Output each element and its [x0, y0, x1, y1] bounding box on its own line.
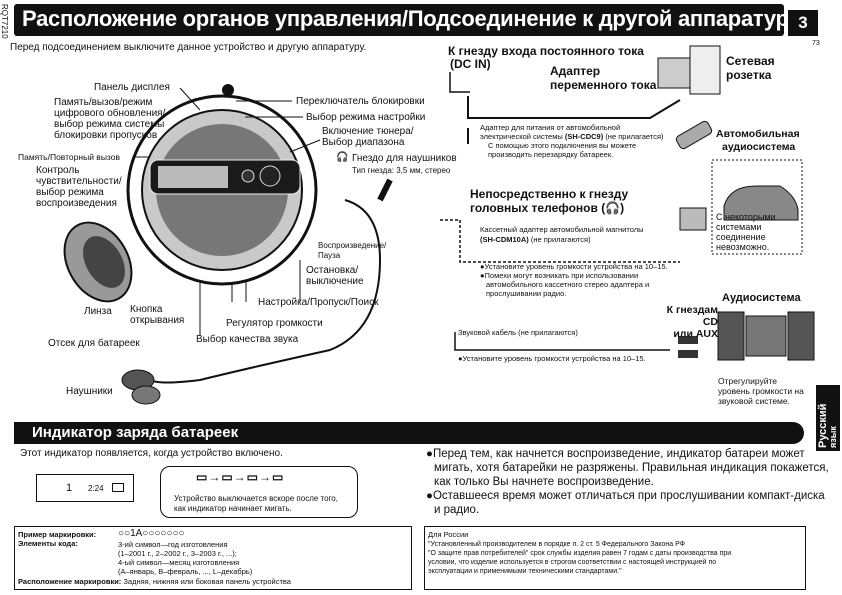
label-tuner-on-1: Выбор диапазона	[322, 137, 405, 148]
battery-appears: Этот индикатор появляется, когда устройс…	[20, 448, 283, 459]
label-volume: Регулятор громкости	[226, 318, 323, 329]
ac-adapter-label-1: переменного тока	[550, 78, 657, 92]
page-number: 73	[812, 40, 820, 47]
car-icon	[723, 185, 799, 221]
car-adapter-5: производить перезарядку батареек.	[488, 150, 614, 159]
car-adapter-4: С помощью этого подключения вы можете	[488, 141, 637, 150]
label-sound-quality: Выбор качества звука	[196, 334, 299, 345]
label-tune-skip-search: Настройка/Пропуск/Поиск	[258, 297, 379, 308]
headphone-icon: 🎧	[605, 201, 621, 215]
lcd-track: 1	[66, 482, 73, 494]
section-number: 3	[788, 10, 818, 36]
marking-box	[14, 526, 412, 590]
label-memory-1: цифрового обновления/	[54, 108, 166, 119]
earbud-right	[131, 385, 161, 405]
stereo-unit-icon	[745, 315, 787, 357]
label-open-button-1: открывания	[130, 315, 185, 326]
speaker-right-icon	[787, 311, 815, 361]
car-adapter-line2: электрической системы (SH-CDC9) (не прил…	[480, 132, 664, 141]
label-memory-repeat: Память/Повторный вызов	[18, 152, 120, 162]
cassette-note-1: ●Помехи могут возникать при использовани…	[480, 271, 639, 280]
marking-codes-label: Элементы кода:	[18, 539, 78, 548]
lcd-time: 2:24	[88, 484, 104, 493]
headphone-title-1: головных телефонов (🎧)	[470, 201, 625, 215]
battery-shutoff-1: как индикатор начинает мигать.	[174, 504, 292, 513]
russia-title: Для России	[428, 530, 469, 539]
ac-adapter-label-0: Адаптер	[550, 64, 601, 78]
label-sensitivity-0: Контроль	[36, 165, 80, 176]
label-jack-type: Тип гнезда: 3,5 мм, стерео	[352, 166, 451, 175]
label-sensitivity-1: чувствительности/	[36, 176, 122, 187]
car-adapter-icon	[675, 120, 713, 150]
car-adapter-0: Адаптер для питания от автомобильной	[480, 123, 621, 132]
label-memory-2: выбор режима системы	[54, 119, 165, 130]
label-sensitivity-3: воспроизведения	[36, 198, 117, 209]
dc-in-title-0: К гнезду входа постоянного тока	[448, 44, 644, 58]
cassette-adapter-line2: (SH-CDM10A) (не прилагаются)	[480, 235, 591, 244]
page-title: Расположение органов управления/Подсоеди…	[22, 6, 801, 31]
headphone-title-0: Непосредственно к гнезду	[470, 187, 629, 201]
cassette-note-2: автомобильного кассетного стерео адаптер…	[486, 280, 650, 289]
ac-adapter-icon	[657, 57, 691, 89]
russia-text: "Установленный производителем в порядке …	[428, 541, 732, 575]
marking-codes: 3-ий символ—год изготовления(1–2001 г., …	[118, 540, 253, 576]
display-window	[158, 166, 228, 188]
audio-system-label: Аудиосистема	[722, 292, 801, 304]
header-bar	[14, 4, 784, 36]
label-headphone-jack: Гнездо для наушников	[352, 153, 457, 164]
label-stop-off-1: выключение	[306, 276, 364, 287]
label-play-pause-0: Воспроизведение/	[318, 241, 387, 250]
headphone-jack-icon: 🎧	[336, 152, 349, 163]
cassette-adapter-0: Кассетный адаптер автомобильной магнитол…	[480, 225, 644, 234]
battery-section-title: Индикатор заряда батареек	[32, 424, 239, 441]
dc-in-title-1: (DC IN)	[450, 57, 491, 71]
label-lock-switch: Переключатель блокировки	[296, 96, 425, 107]
battery-callout	[160, 466, 358, 518]
label-memory-0: Память/вызов/режим	[54, 97, 153, 108]
audio-cable-label: Звуковой кабель (не прилагаются)	[458, 328, 578, 337]
label-lens: Линза	[84, 306, 112, 317]
language-tab	[816, 385, 840, 451]
wall-outlet-icon	[689, 45, 721, 95]
label-memory-3: блокировки пропусков	[54, 130, 158, 141]
battery-section-bar	[14, 422, 804, 444]
wall-outlet-label-0: Сетевая	[726, 54, 775, 68]
intro-text: Перед подсоединением выключите данное ус…	[10, 42, 367, 53]
cassette-adapter-icon	[679, 207, 707, 231]
label-tune-mode: Выбор режима настройки	[306, 112, 426, 123]
label-play-pause-1: Пауза	[318, 251, 341, 260]
marking-example-value: ○○1A○○○○○○○	[118, 528, 185, 539]
battery-sequence-icon: ▭→▭→▭→▭	[196, 470, 285, 484]
speaker-left-icon	[717, 311, 745, 361]
label-battery-compartment: Отсек для батареек	[48, 338, 140, 349]
marking-example-label: Пример маркировки:	[18, 530, 97, 539]
lcd-battery-icon	[112, 483, 124, 492]
label-display-panel: Панель дисплея	[94, 82, 170, 93]
battery-notes: ●Перед тем, как начнется воспроизведение…	[426, 448, 829, 516]
lcd-display	[36, 474, 134, 502]
lock-switch-dot	[222, 84, 234, 96]
audio-volume-note: ●Установите уровень громкости устройства…	[458, 354, 646, 363]
play-button-ring	[259, 165, 281, 187]
cassette-note-3: прослушивании радио.	[486, 289, 567, 298]
battery-shutoff-0: Устройство выключается вскоре после того…	[174, 494, 338, 503]
label-open-button-0: Кнопка	[130, 304, 163, 315]
wall-outlet-label-1: розетка	[726, 68, 772, 82]
label-headphones: Наушники	[66, 386, 113, 397]
marking-location: Расположение маркировки: Задняя, нижняя …	[18, 577, 291, 586]
label-sensitivity-2: выбор режима	[36, 187, 104, 198]
label-tuner-on-0: Включение тюнера/	[322, 126, 414, 137]
cassette-note-0: ●Установите уровень громкости устройства…	[480, 262, 668, 271]
label-stop-off-0: Остановка/	[306, 265, 359, 276]
russia-box	[424, 526, 806, 590]
